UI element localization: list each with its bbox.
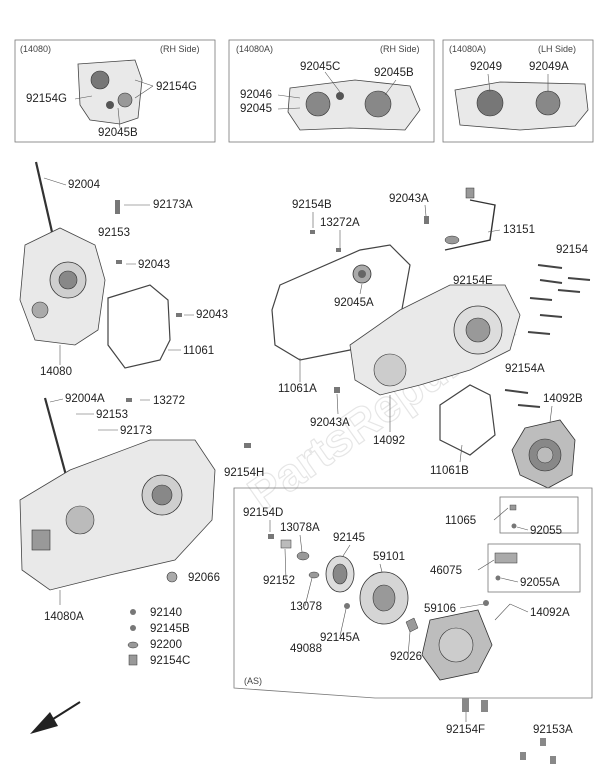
part-label: 92043A — [310, 417, 350, 429]
part-label: 92004 — [68, 179, 101, 191]
part-label: 92200 — [150, 639, 182, 651]
part-label: 13272A — [320, 217, 360, 229]
part-label: 14092 — [373, 435, 405, 447]
part-label: 46075 — [430, 565, 462, 577]
part-label: 92153 — [98, 227, 130, 239]
part-label: 92154 — [556, 244, 589, 256]
part-label: 59101 — [373, 551, 405, 563]
part-label: 92066 — [188, 572, 220, 584]
part-label: 14092A — [530, 607, 570, 619]
part-label: 92154F — [446, 724, 485, 736]
part-label: 13078A — [280, 522, 320, 534]
part-label: 49088 — [290, 643, 322, 655]
part-label: 92173 — [120, 425, 152, 437]
part-label: 13078 — [290, 601, 322, 613]
part-label: 92153A — [533, 724, 573, 736]
part-label: 92043 — [138, 259, 170, 271]
crankcase-rh-14080 — [19, 161, 182, 369]
clutch-cover-assembly — [271, 187, 521, 456]
kit-code: (AS) — [244, 676, 262, 686]
inset-side: (RH Side) — [380, 44, 420, 54]
part-label: 92004A — [65, 393, 105, 405]
bolt-set-92154 — [504, 264, 591, 408]
part-label: 14092B — [543, 393, 583, 405]
part-label: 92045C — [300, 61, 340, 73]
part-label: 11065 — [445, 515, 476, 527]
part-label: 92152 — [263, 575, 295, 587]
part-label: 92154G — [26, 93, 67, 105]
direction-arrow-icon — [30, 701, 81, 734]
part-label: 13151 — [503, 224, 535, 236]
inset-lh-14080A: (14080A) (LH Side) 92049 92049A — [442, 39, 594, 143]
part-label: 92154A — [505, 363, 545, 375]
part-label: 92154G — [156, 81, 197, 93]
part-label: 11061A — [278, 383, 317, 395]
part-label: 92045B — [374, 67, 414, 79]
kit-box-49088: (AS) — [233, 487, 593, 699]
part-label: 11061B — [430, 465, 469, 477]
part-label: 14080A — [44, 611, 84, 623]
part-label: 92049 — [470, 61, 502, 73]
part-label: 11061 — [183, 345, 214, 357]
part-label: 92145 — [333, 532, 365, 544]
part-label: 92154B — [292, 199, 332, 211]
part-label: 92173A — [153, 199, 193, 211]
part-label: 92046 — [240, 89, 272, 101]
crankcase-lh-14080A — [19, 397, 251, 666]
part-label: 92055 — [530, 525, 562, 537]
inset-side: (LH Side) — [538, 44, 576, 54]
inset-code: (14080A) — [236, 44, 273, 54]
part-label: 92153 — [96, 409, 128, 421]
part-label: 92045 — [240, 103, 272, 115]
part-label: 92045A — [334, 297, 374, 309]
part-label: 92026 — [390, 651, 422, 663]
part-label: 92145A — [320, 632, 360, 644]
part-label: 92154E — [453, 275, 493, 287]
part-label: 92154C — [150, 655, 190, 667]
part-label: 92043A — [389, 193, 429, 205]
part-label: 92154D — [243, 507, 283, 519]
part-label: 92049A — [529, 61, 569, 73]
inset-rh-14080A: (14080A) (RH Side) 92045C 92045B 92046 9… — [228, 39, 435, 143]
part-label: 92145B — [150, 623, 190, 635]
inset-rh-14080: (14080) (RH Side) 92154G 92154G 92045B — [14, 39, 216, 143]
bolt-set-bottom — [462, 698, 556, 764]
part-label: 92045B — [98, 127, 138, 139]
part-label: 59106 — [424, 603, 456, 615]
inset-code: (14080) — [20, 44, 51, 54]
part-label: 92140 — [150, 607, 182, 619]
inset-code: (14080A) — [449, 44, 486, 54]
cover-14092B — [511, 419, 576, 489]
part-label: 14080 — [40, 366, 72, 378]
part-label: 92055A — [520, 577, 560, 589]
part-label: 92154H — [224, 467, 264, 479]
inset-side: (RH Side) — [160, 44, 200, 54]
part-label: 92043 — [196, 309, 228, 321]
part-label: 13272 — [153, 395, 185, 407]
